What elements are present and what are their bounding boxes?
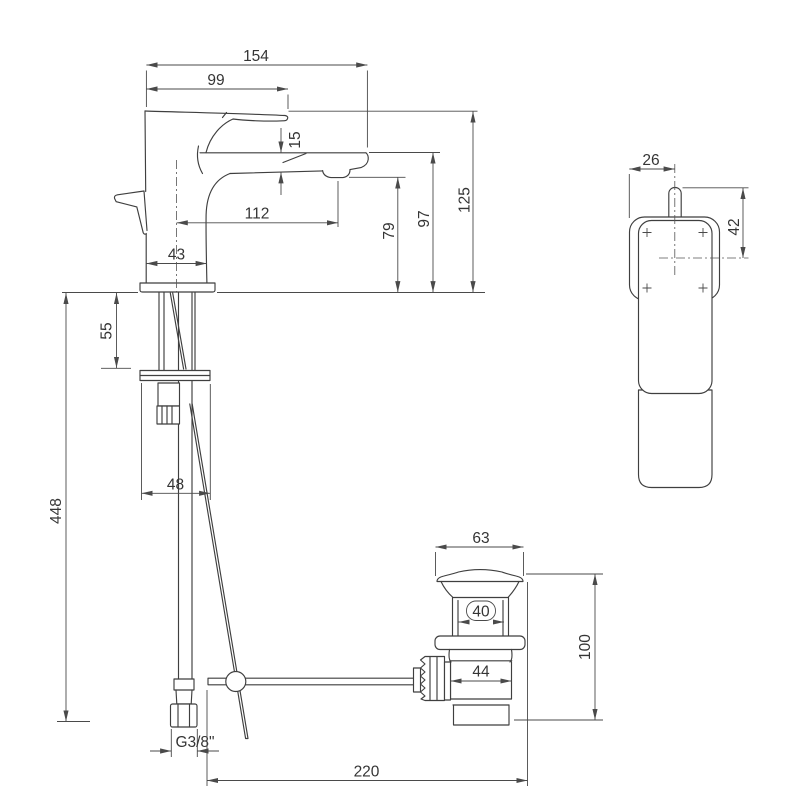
- dim-hose-thread: G3/8": [150, 729, 219, 757]
- dim-waste-thread-diameter: 40: [458, 600, 505, 625]
- handle-lever-side: [144, 110, 289, 154]
- quick-connector: [156, 405, 181, 425]
- dim-waste-body-diameter-value: 44: [472, 664, 490, 681]
- adjuster-knurled-nut: [419, 655, 446, 702]
- dim-overall-height: 125: [288, 110, 478, 293]
- dim-spout-tip-thickness-value: 15: [287, 131, 304, 148]
- dim-overall-height-value: 125: [457, 187, 474, 213]
- dim-underdeck-width: 48: [141, 383, 211, 500]
- popup-waste-view: [412, 569, 526, 726]
- faucet-top-view: [628, 164, 749, 489]
- dim-handle-projection: 99: [146, 72, 289, 109]
- hose-sleeve: [173, 678, 195, 691]
- aerator: [322, 169, 351, 179]
- hose-taper: [175, 689, 193, 705]
- dim-outlet-height-value: 79: [381, 222, 398, 239]
- faucet-side-view: [113, 110, 369, 293]
- quick-connector-ribs: [161, 405, 173, 425]
- under-deck-assembly: [62, 291, 485, 740]
- side-lever: [113, 190, 148, 235]
- waste-cap: [436, 569, 524, 583]
- dim-spout-tip-thickness: 15: [278, 128, 304, 195]
- base-plate: [139, 282, 216, 293]
- hose-nut-facets: [177, 703, 191, 728]
- body-right-contour: [205, 172, 231, 284]
- dim-spout-height-value: 97: [416, 210, 433, 227]
- waste-flange: [434, 635, 526, 651]
- dim-hose-drop-value: 448: [48, 498, 65, 524]
- spout-face-slant: [282, 152, 307, 164]
- body-left-edge: [144, 110, 147, 284]
- waste-step: [449, 698, 513, 706]
- dim-oval-frame: [466, 600, 496, 621]
- waste-upper-body: [451, 596, 510, 637]
- dim-overall-length-value: 154: [243, 48, 269, 65]
- dim-rod-reach-value: 220: [354, 764, 380, 781]
- dim-waste-cap-diameter-value: 63: [472, 530, 489, 547]
- dim-lever-tip-offset-value: 42: [726, 218, 743, 235]
- dim-spout-height: 97: [369, 152, 440, 293]
- dim-waste-cap-diameter: 63: [435, 530, 524, 576]
- dim-hose-thread-value: G3/8": [175, 734, 214, 751]
- dim-outlet-height: 79: [349, 176, 406, 293]
- shank-fitting: [157, 382, 181, 407]
- dim-handle-side-offset-value: 26: [642, 152, 659, 169]
- dim-waste-height: 100: [514, 573, 603, 721]
- adjuster-clevis: [412, 667, 422, 693]
- dim-handle-side-offset: 26: [628, 152, 675, 218]
- neck-inner-curve: [196, 145, 204, 175]
- dim-handle-projection-value: 99: [207, 72, 224, 89]
- shank-tube: [158, 291, 196, 371]
- dim-underdeck-width-value: 48: [167, 476, 184, 493]
- dim-hose-drop: 448: [48, 292, 90, 722]
- dim-deck-clearance: 55: [99, 292, 131, 369]
- handle-seam-tick: [221, 111, 228, 119]
- top-view-centerlines: [659, 164, 749, 277]
- dim-deck-clearance-value: 55: [99, 322, 116, 339]
- dim-overall-length: 154: [145, 48, 368, 148]
- adjuster-ribs: [429, 656, 438, 701]
- spout-underside: [229, 170, 324, 175]
- waste-funnel: [440, 580, 520, 599]
- dim-lever-tip-offset: 42: [682, 187, 749, 259]
- dim-waste-height-value: 100: [577, 634, 594, 660]
- spout-section-top: [637, 389, 713, 489]
- dim-body-depth-value: 43: [168, 247, 185, 264]
- spout-tip: [349, 152, 369, 171]
- dim-waste-body-diameter: 44: [450, 664, 512, 684]
- supply-hose: [177, 292, 193, 680]
- body-section-top: [637, 219, 713, 395]
- dim-rod-reach: 220: [206, 582, 528, 786]
- dim-spout-reach-value: 112: [245, 206, 270, 223]
- popup-rod-upper: [169, 292, 187, 370]
- adjuster-plate: [443, 661, 452, 701]
- dim-spout-reach: 112: [176, 181, 339, 227]
- ball-joint: [225, 670, 247, 693]
- hose-nut: [169, 703, 198, 728]
- waste-neck: [448, 648, 513, 663]
- waste-tailpiece: [452, 704, 510, 726]
- fixing-cross-marks: [642, 228, 708, 293]
- dim-waste-thread-diameter-value: 40: [472, 604, 490, 621]
